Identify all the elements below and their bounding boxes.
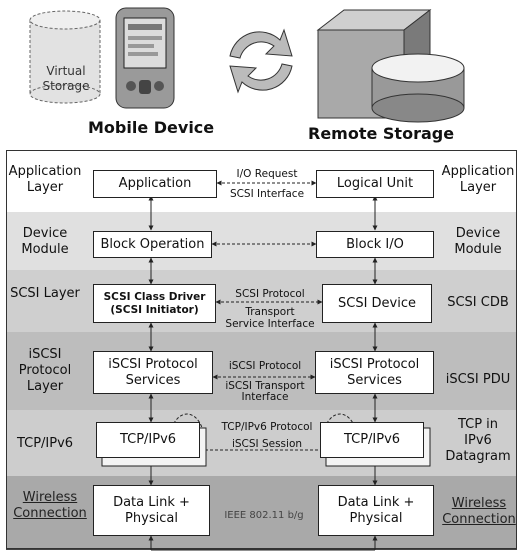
tcp-ipv6-protocol-label: TCP/IPv6 Protocol	[221, 421, 313, 433]
io-request-label: I/O Request	[236, 168, 298, 180]
block-operation-box: Block Operation	[93, 231, 212, 258]
remote-storage-label: Remote Storage	[308, 124, 455, 143]
transport-label: Transport	[245, 306, 295, 318]
scsi-layer-label: SCSI Layer	[10, 286, 80, 301]
iscsi-pdu-label: iSCSI PDU	[445, 372, 511, 387]
application-layer-label-right: Application Layer	[441, 164, 515, 195]
disk-icon	[371, 53, 465, 123]
sync-arrows-icon	[229, 28, 293, 94]
application-layer-label-left: Application Layer	[8, 164, 82, 195]
tcp-in-line: TCP in	[457, 417, 499, 432]
data-link-right-line1: Data Link +	[337, 494, 415, 510]
wireless-line-right: Wireless	[451, 496, 507, 511]
iscsi-services-right-line2: Services	[347, 372, 402, 388]
service-interface-label: Service Interface	[225, 318, 315, 330]
wireless-connection-label-left: Wireless Connection	[8, 490, 92, 522]
iscsi-protocol-layer-label: iSCSI Protocol Layer	[8, 347, 82, 395]
ieee-80211-label: IEEE 802.11 b/g	[224, 510, 304, 521]
scsi-protocol-label: SCSI Protocol	[235, 288, 305, 300]
device-module-label-left: Device Module	[21, 226, 69, 257]
tcp-in-ipv6-datagram-label: TCP in IPv6 Datagram	[440, 417, 516, 465]
connection-line-left: Connection	[13, 506, 87, 521]
wireless-connection-label-right: Wireless Connection	[440, 496, 518, 528]
wireless-line-left: Wireless	[22, 490, 78, 505]
iscsi-services-right-line1: iSCSI Protocol	[329, 356, 420, 372]
layer-label-line: Layer	[26, 379, 64, 394]
data-link-right-line2: Physical	[349, 510, 403, 526]
iscsi-session-label: iSCSI Session	[231, 438, 303, 450]
iscsi-protocol-middle-label: iSCSI Protocol	[228, 360, 302, 372]
iscsi-services-right-box: iSCSI Protocol Services	[315, 351, 434, 394]
iscsi-interface-label: Interface	[241, 391, 289, 403]
iscsi-services-left-line2: Services	[125, 372, 181, 388]
stack-frame	[6, 150, 517, 549]
data-link-physical-left-box: Data Link + Physical	[93, 485, 210, 536]
scsi-initiator-line: (SCSI Initiator)	[110, 303, 199, 316]
tcp-ipv6-layer-label: TCP/IPv6	[16, 436, 74, 451]
block-io-box: Block I/O	[316, 231, 434, 258]
data-link-left-line2: Physical	[125, 510, 178, 526]
virtual-storage-label: Virtual Storage	[42, 64, 90, 93]
data-link-physical-right-box: Data Link + Physical	[318, 485, 434, 536]
datagram-line: Datagram	[445, 449, 511, 464]
virtual-storage-icon	[29, 10, 101, 104]
iscsi-services-left-box: iSCSI Protocol Services	[93, 351, 213, 394]
logical-unit-box: Logical Unit	[316, 170, 434, 198]
mobile-device-label: Mobile Device	[88, 118, 215, 137]
mobile-device-icon	[115, 7, 175, 109]
iscsi-transport-label: iSCSI Transport	[225, 380, 305, 392]
scsi-interface-label: SCSI Interface	[229, 188, 305, 200]
device-module-label-right: Device Module	[454, 226, 502, 257]
header-illustration	[29, 7, 465, 123]
scsi-device-box: SCSI Device	[322, 284, 432, 323]
application-box: Application	[93, 170, 217, 198]
protocol-label-line: Protocol	[18, 363, 72, 378]
scsi-cdb-label: SCSI CDB	[447, 295, 509, 310]
iscsi-services-left-line1: iSCSI Protocol	[108, 356, 198, 372]
tcp-ipv6-right-box: TCP/IPv6	[320, 422, 424, 458]
scsi-class-driver-line: SCSI Class Driver	[103, 290, 206, 303]
iscsi-label-line: iSCSI	[28, 347, 62, 362]
ipv6-line: IPv6	[464, 433, 492, 448]
data-link-left-line1: Data Link +	[113, 494, 190, 510]
scsi-class-driver-box: SCSI Class Driver (SCSI Initiator)	[93, 284, 216, 323]
tcp-ipv6-left-box: TCP/IPv6	[96, 422, 200, 458]
connection-line-right: Connection	[442, 512, 516, 527]
